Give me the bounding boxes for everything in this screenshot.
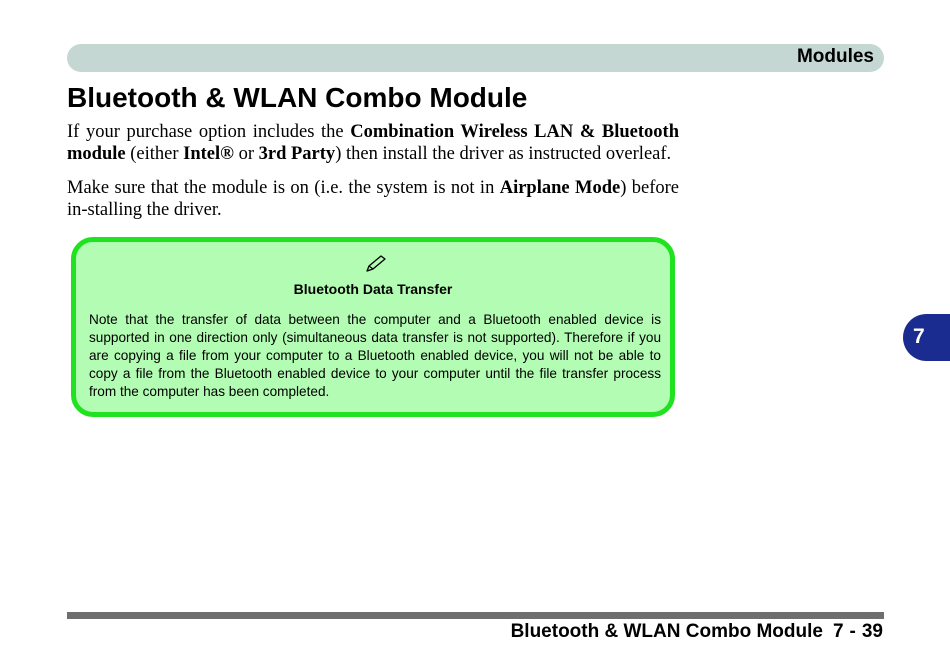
page-title: Bluetooth & WLAN Combo Module [67,82,528,113]
note-body: Note that the transfer of data between t… [89,312,661,399]
chapter-tab: 7 [903,314,950,361]
airplane-mode-paragraph: Make sure that the module is on (i.e. th… [67,177,679,221]
footer-rule [67,612,884,619]
airplane-text-2: ) before in-stalling the driver. [67,178,679,220]
note-box: Bluetooth Data Transfer Note that the tr… [71,237,675,417]
intro-text-4: ) then install the driver as instructed … [335,144,672,164]
header-bar: Modules [67,44,884,72]
header-section-title: Modules [796,46,874,67]
note-title: Bluetooth Data Transfer [293,281,453,297]
chapter-tab-number: 7 [913,325,925,348]
intro-text-3: or [233,144,259,164]
footer-section-title: Bluetooth & WLAN Combo Module [510,621,823,642]
footer: Bluetooth & WLAN Combo Module 7-39 [511,620,883,644]
intro-bold-module: Combination Wireless LAN & Bluetooth mod… [67,122,679,164]
intro-bold-3rd-party: 3rd Party [258,144,336,164]
footer-chapter-number: 7 [832,621,844,642]
intro-bold-intel: Intel® [183,144,234,164]
footer-separator: - [849,621,856,642]
pencil-icon [364,254,388,274]
intro-text-2: (either [125,144,184,164]
intro-paragraph: If your purchase option includes the Com… [67,121,679,165]
footer-page-number: 39 [861,621,883,642]
airplane-bold-mode: Airplane Mode [499,178,621,198]
intro-text-1: If your purchase option includes the [67,122,351,142]
airplane-text-1: Make sure that the module is on (i.e. th… [67,178,500,198]
